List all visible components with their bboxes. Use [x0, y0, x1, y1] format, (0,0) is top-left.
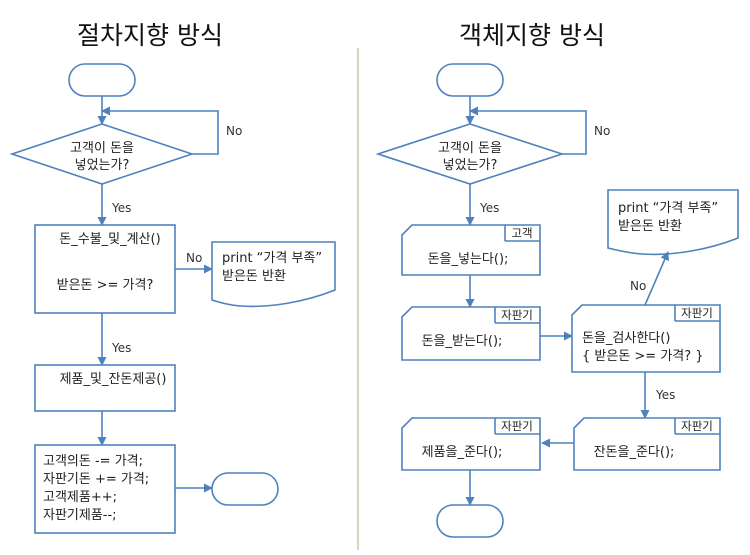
oo-yes-label-2: Yes [655, 388, 675, 402]
no-label: No [226, 124, 242, 138]
yes-label-1: Yes [111, 201, 131, 215]
procedural-flowchart: 절차지향 방식 고객이 돈을 넣었는가? No Yes 돈_수불_및_계산() … [9, 21, 336, 534]
balance-line3: 고객제품++; [43, 490, 117, 505]
oo-arrow-no-to-print [644, 251, 669, 306]
vm-product-tag: 자판기 [501, 419, 533, 433]
end-terminator [211, 472, 279, 506]
decision-text-line2: 넣었는가? [75, 158, 130, 173]
vm-receive-object-box [401, 306, 541, 361]
payment-calc-condition: 받은돈 >= 가격? [57, 278, 154, 293]
customer-tag: 고객 [511, 226, 532, 240]
vm-change-tag: 자판기 [681, 419, 713, 433]
oo-print-shortage-document [607, 189, 739, 256]
vm-receive-method: 돈을_받는다(); [422, 334, 503, 349]
oo-decision-text-line1: 고객이 돈을 [438, 141, 502, 156]
yes-label-2: Yes [111, 341, 131, 355]
payment-calc-header: 돈_수불_및_계산() [59, 232, 160, 247]
print-doc-line1: print “가격 부족” [222, 251, 322, 266]
start-terminator [68, 63, 136, 97]
vm-check-tag: 자판기 [681, 306, 713, 320]
balance-line4: 자판기제품--; [43, 508, 117, 523]
oo-decision-text-line2: 넣었는가? [443, 158, 498, 173]
oo-end-terminator [436, 504, 504, 538]
balance-line1: 고객의돈 -= 가격; [43, 454, 143, 469]
decision-text-line1: 고객이 돈을 [70, 141, 134, 156]
oo-no-label: No [594, 124, 610, 138]
vm-product-method: 제품을_준다(); [422, 445, 503, 460]
vm-change-object-box [573, 417, 721, 471]
vm-change-method: 잔돈을_준다(); [594, 445, 675, 460]
customer-method: 돈을_넣는다(); [428, 252, 509, 267]
product-change-process [34, 364, 176, 412]
balance-update-process [34, 444, 176, 534]
object-oriented-flowchart: 객체지향 방식 고객이 돈을 넣었는가? No Yes 고객 돈을_넣는다();… [375, 21, 739, 538]
balance-line2: 자판기돈 += 가격; [43, 472, 149, 487]
no-label-2: No [186, 251, 202, 265]
vm-product-object-box [401, 417, 541, 471]
procedural-title: 절차지향 방식 [77, 21, 223, 50]
print-shortage-document [211, 241, 336, 308]
vm-check-method: 돈을_검사한다() [582, 331, 670, 346]
vm-check-condition: { 받은돈 >= 가격? } [582, 349, 704, 364]
print-doc-line2: 받은돈 반환 [222, 269, 286, 284]
oo-no-loop-arrow [469, 106, 587, 155]
oo-print-doc-line1: print “가격 부족” [618, 201, 718, 216]
object-oriented-title: 객체지향 방식 [459, 21, 605, 50]
oo-no-label-2: No [630, 279, 646, 293]
oo-yes-label: Yes [479, 201, 499, 215]
no-loop-arrow [101, 106, 219, 155]
product-change-label: 제품_및_잔돈제공() [60, 372, 167, 387]
vm-receive-tag: 자판기 [501, 308, 533, 322]
oo-start-terminator [436, 63, 504, 97]
oo-print-doc-line2: 받은돈 반환 [618, 219, 682, 234]
